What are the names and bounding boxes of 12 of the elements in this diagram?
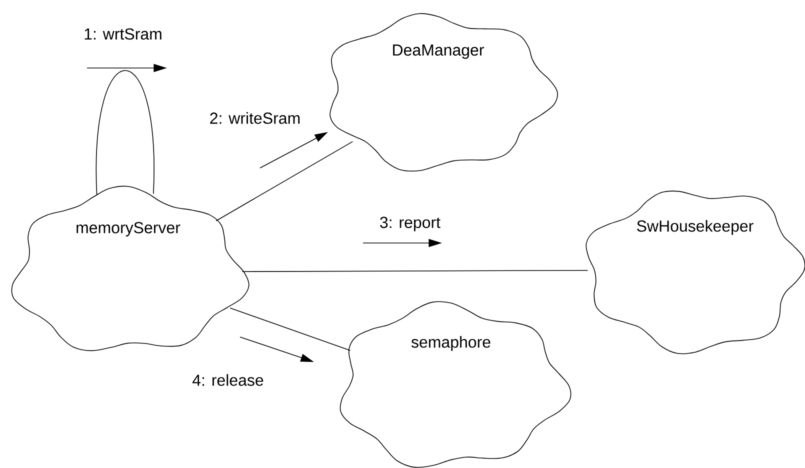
edge-label: 2: writeSram — [208, 110, 302, 126]
edge-label: 3: report — [378, 215, 442, 233]
edge-label: 1: wrtSram — [82, 27, 164, 41]
cloud-node: SwHousekeeper — [586, 190, 805, 354]
link-line — [216, 141, 354, 222]
cloud-node: semaphore — [340, 301, 572, 468]
link-line — [230, 308, 351, 351]
edge-label: 4: release — [190, 372, 266, 388]
link-line — [96, 70, 154, 196]
cloud-node: memoryServer — [11, 186, 250, 352]
cloud-node: DeaManager — [330, 13, 558, 172]
link-line — [242, 270, 588, 272]
